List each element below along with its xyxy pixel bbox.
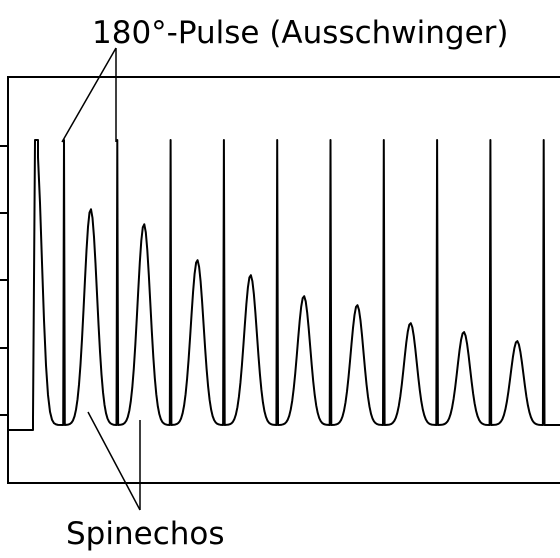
plot-frame [7, 76, 560, 484]
pulse-pointer-lines [61, 47, 117, 143]
echo-pointer-lines [87, 411, 141, 511]
echo-label: Spinechos [66, 516, 225, 552]
y-axis-ticks [0, 145, 8, 416]
pulse-pointer-line [61, 47, 117, 143]
echo-pointer-line [87, 411, 141, 511]
pulse-label: 180°-Pulse (Ausschwinger) [92, 15, 509, 51]
signal-trace [8, 139, 560, 431]
